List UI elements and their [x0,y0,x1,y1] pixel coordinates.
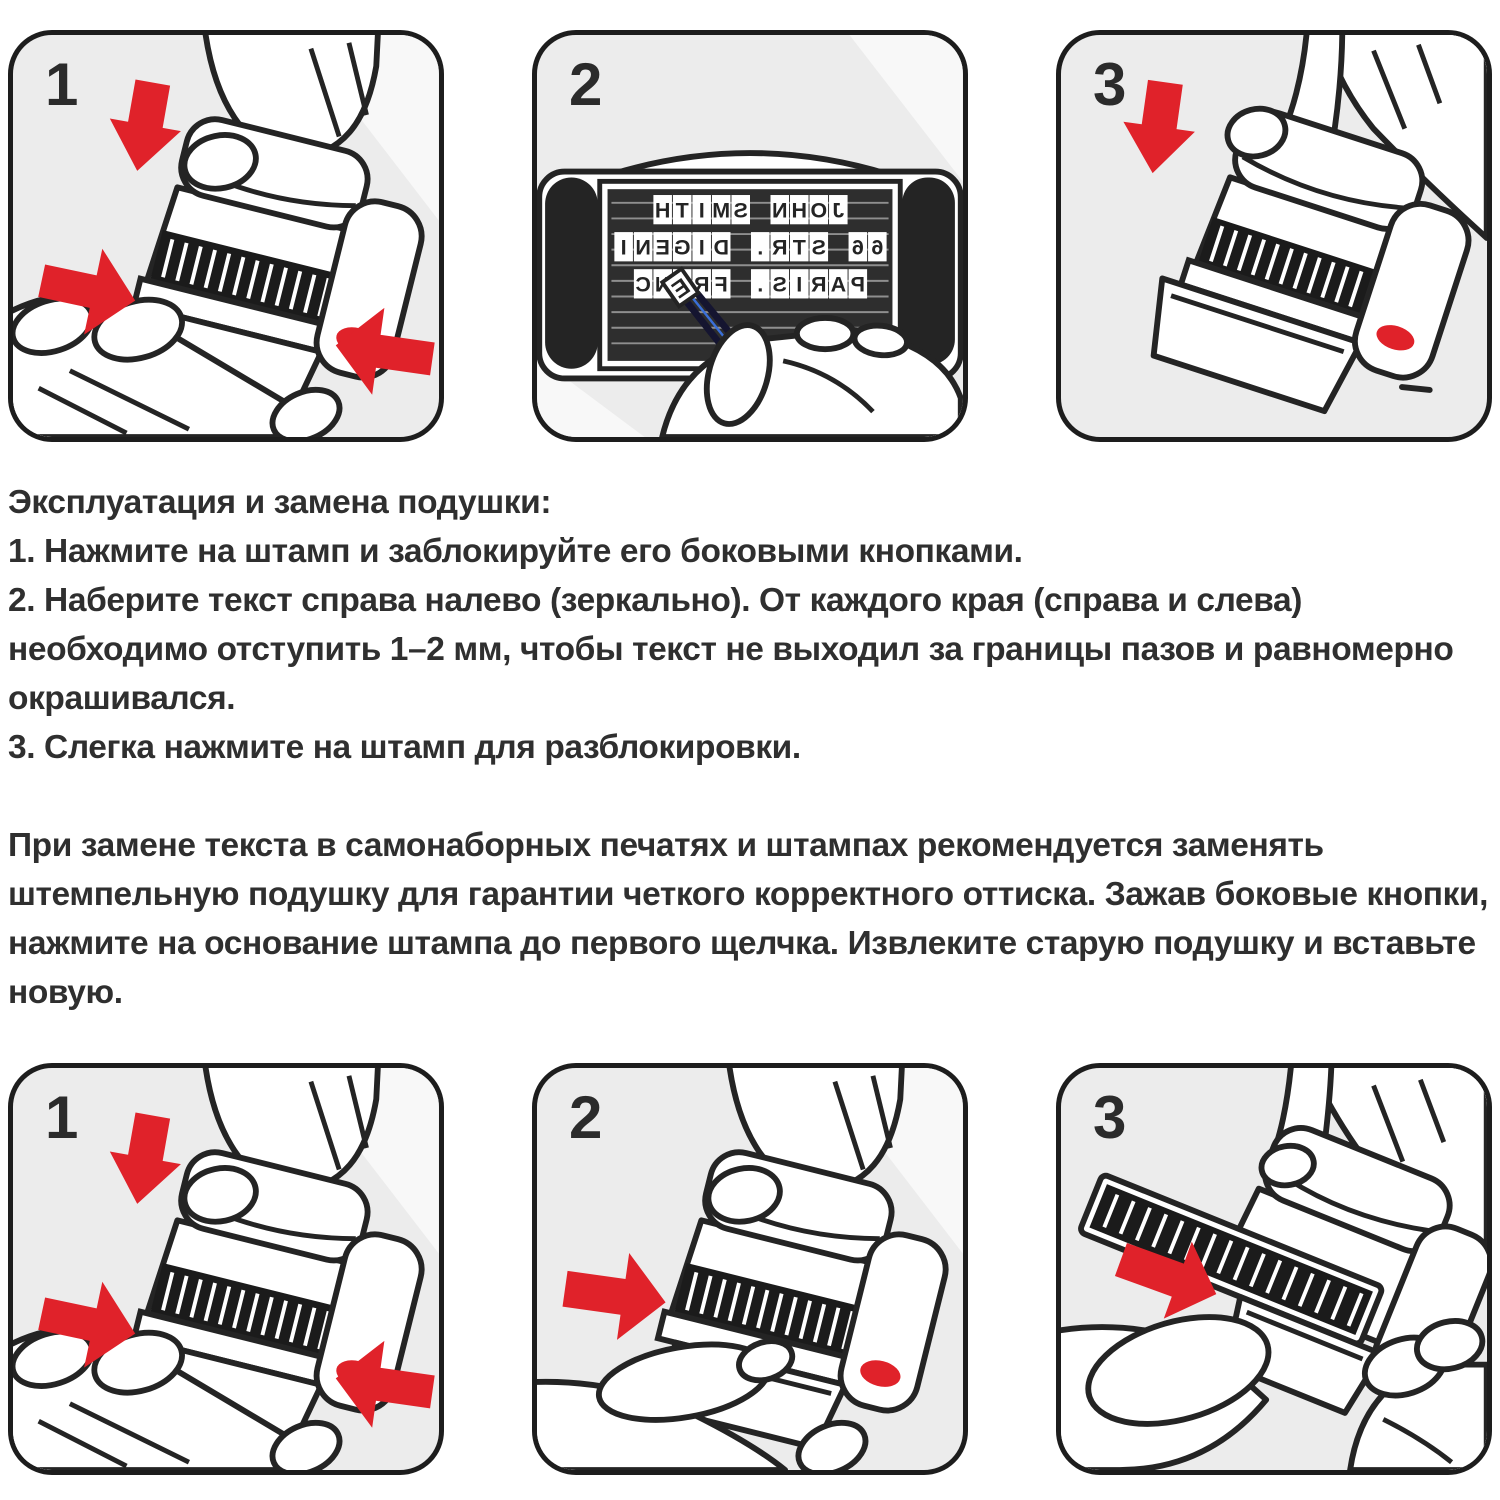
svg-text:N: N [635,236,651,260]
red-down-arrow-icon [1123,79,1195,174]
red-dot [860,1360,901,1387]
usage-step: 1. Нажмите на штамп и заблокируйте его б… [8,533,1023,570]
step-illustration-press-base [537,1068,963,1470]
svg-text:M: M [712,198,730,222]
base-tray [1150,275,1364,415]
svg-text:6: 6 [852,236,864,260]
side-pad-left [545,177,598,369]
panel-bottom-1: 1 [8,1063,444,1475]
fingertip [1224,105,1289,160]
panel-bottom-3: 3 [1056,1063,1492,1475]
usage-step: окрашивался. [8,680,236,717]
replacement-text: При замене текста в самонаборных печатях… [8,827,1324,864]
svg-text:N: N [772,198,788,222]
red-left-arrow-icon [335,307,435,395]
svg-text:C: C [635,273,651,297]
svg-text:R: R [772,236,788,260]
svg-text:A: A [831,273,847,297]
steps-row-bottom: 1 [0,1063,1500,1475]
svg-text:O: O [810,198,827,222]
svg-text:F: F [715,273,728,297]
svg-text:H: H [655,198,670,222]
instructions-pad-replacement: При замене текста в самонаборных печатях… [8,821,1492,1017]
red-down-arrow-icon [109,79,181,171]
step-number: 2 [569,51,603,118]
thumb [703,322,773,427]
red-right-arrow-icon [1114,1241,1217,1319]
panel-top-3: 3 [1056,30,1492,442]
usage-heading: Эксплуатация и замена подушки: [8,484,552,521]
replacement-text: штемпельную подушку для гарантии четкого… [8,876,1489,913]
step-number: 1 [45,51,79,118]
svg-text:T: T [793,236,806,260]
red-right-arrow-icon [38,1281,136,1368]
svg-text:I: I [796,273,802,297]
step-number: 1 [45,1084,79,1151]
thumb [705,1165,783,1225]
fingertip [1258,1142,1317,1189]
svg-text:J: J [832,198,844,222]
usage-step: 3. Слегка нажмите на штамп для разблокир… [8,729,801,766]
usage-step: 2. Наберите текст справа налево (зеркаль… [8,582,1303,619]
svg-text:I: I [621,236,627,260]
step-illustration-press-lock [13,1068,439,1470]
svg-text:H: H [792,198,808,222]
stamp-illustration [130,116,425,418]
panel-top-1: 1 [8,30,444,442]
step-illustration-press-lock [13,35,439,437]
panel-bottom-2: 2 [532,1063,968,1475]
svg-text:I: I [699,198,705,222]
step-illustration-unlock [1123,35,1487,415]
step-number: 3 [1093,1084,1127,1151]
red-right-arrow-icon [38,248,136,335]
svg-text:P: P [851,273,865,297]
side-pad-right [902,177,955,365]
step-number: 2 [569,1084,603,1151]
svg-text:D: D [713,236,729,260]
svg-text:T: T [676,198,689,222]
thumb [181,132,259,192]
red-right-arrow-icon [562,1252,666,1340]
svg-text:R: R [811,273,827,297]
svg-text:S: S [734,198,748,222]
red-left-arrow-icon [335,1340,435,1428]
replacement-text: новую. [8,974,123,1011]
usage-step: необходимо отступить 1–2 мм, чтобы текст… [8,631,1454,668]
svg-text:G: G [674,236,691,260]
svg-text:E: E [656,236,670,260]
thumb [181,1165,259,1225]
fingertip [736,1338,796,1384]
instructions-usage: Эксплуатация и замена подушки: 1. Нажмит… [8,478,1492,772]
red-dot [1376,325,1415,351]
ink-pad-drawer [1078,1172,1385,1347]
svg-text:.: . [757,236,763,260]
steps-row-top: 1 [0,30,1500,442]
step-illustration-replace-pad [1061,1068,1487,1470]
svg-text:.: . [757,273,763,297]
svg-text:S: S [812,236,826,260]
svg-text:6: 6 [871,236,883,260]
red-down-arrow-icon [109,1112,181,1204]
step-number: 3 [1093,51,1127,118]
svg-text:I: I [699,236,705,260]
svg-text:S: S [773,273,787,297]
replacement-text: нажмите на основание штампа до первого щ… [8,925,1476,962]
